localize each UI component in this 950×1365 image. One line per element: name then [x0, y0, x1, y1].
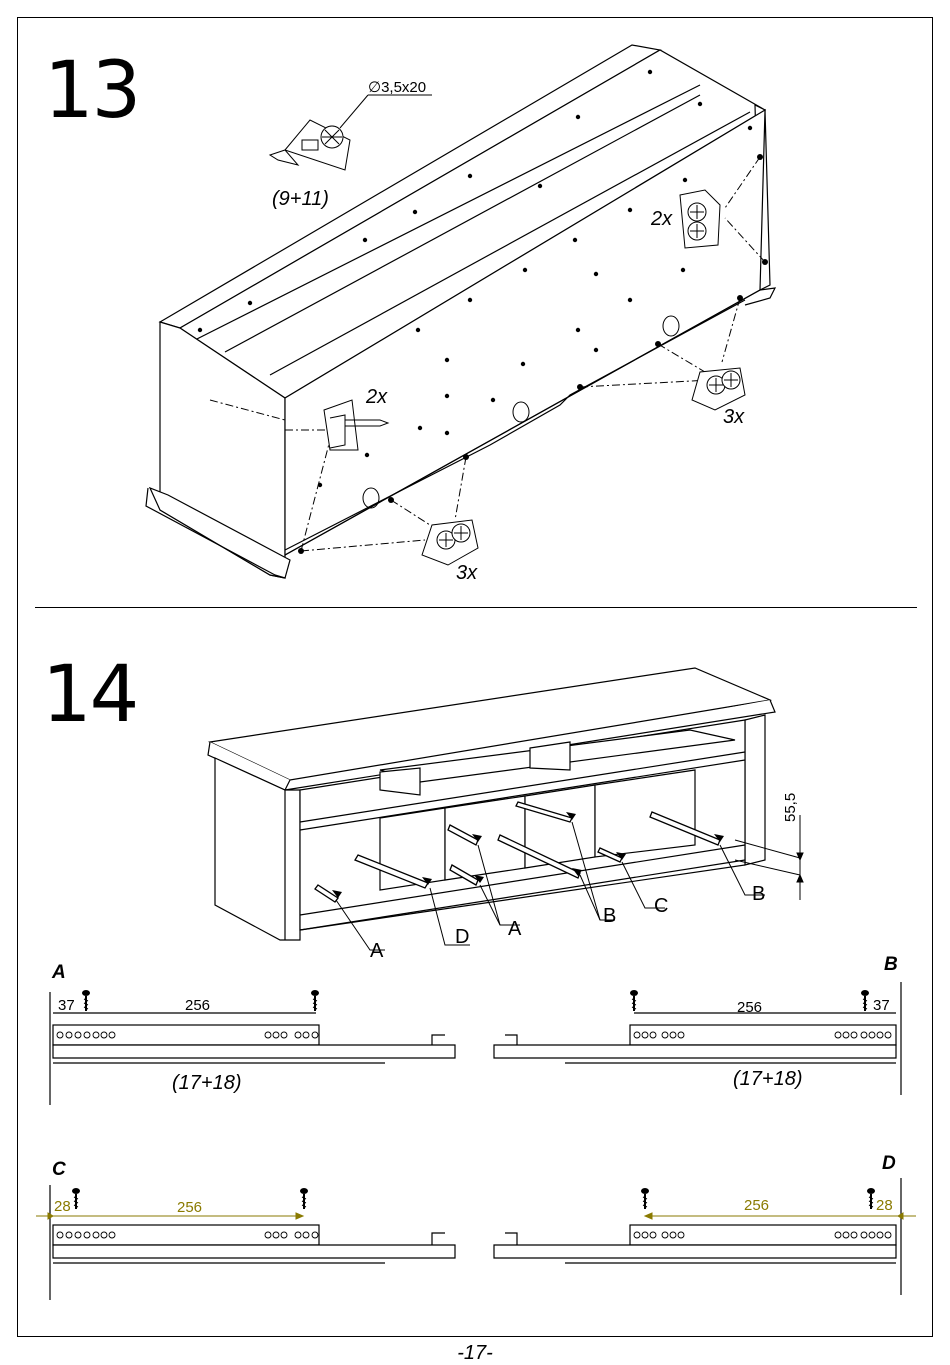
detail-b-letter: B [884, 954, 898, 975]
detail-c-span-dim: 256 [177, 1199, 203, 1216]
step-14-number: 14 [42, 650, 139, 740]
detail-a-parts: (17+18) [172, 1072, 242, 1094]
callout-a-left: A [370, 940, 384, 962]
detail-a-edge-dim: 37 [58, 997, 75, 1014]
parts-ref-label: (9+11) [272, 188, 329, 210]
qty-label-right-top: 2x [651, 208, 673, 230]
detail-a-span-dim: 256 [185, 997, 211, 1014]
page-number: -17- [457, 1342, 493, 1364]
step-13-number: 13 [44, 46, 141, 136]
qty-label-left: 2x [366, 386, 388, 408]
qty-label-right-bottom: 3x [723, 406, 745, 428]
detail-a-letter: A [52, 962, 66, 983]
callout-c: C [654, 895, 669, 917]
callout-a-right: A [508, 918, 522, 940]
screw-spec-label: ∅3,5x20 [368, 79, 427, 96]
callout-b-center: B [603, 905, 617, 927]
detail-d-span-dim: 256 [744, 1197, 770, 1214]
detail-b-span-dim: 256 [737, 999, 763, 1016]
detail-c-edge-dim: 28 [54, 1198, 71, 1215]
qty-label-bottom: 3x [456, 562, 478, 584]
callout-b-right: B [752, 883, 766, 905]
detail-b-parts: (17+18) [733, 1068, 803, 1090]
callout-d: D [455, 926, 470, 948]
detail-b-edge-dim: 37 [873, 997, 890, 1014]
section-divider [35, 607, 917, 608]
detail-d-letter: D [882, 1153, 896, 1174]
detail-d-edge-dim: 28 [876, 1197, 893, 1214]
detail-c-letter: C [52, 1159, 66, 1180]
page-frame [17, 17, 933, 1337]
